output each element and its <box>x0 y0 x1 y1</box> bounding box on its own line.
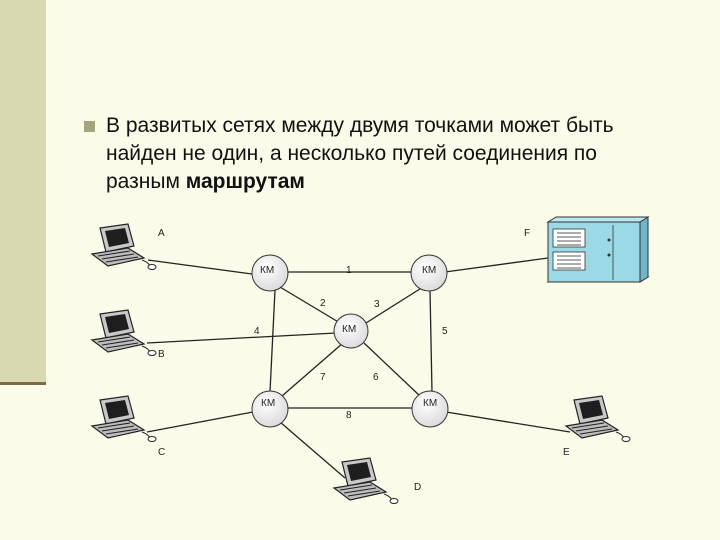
bullet-text-bold: маршрутам <box>185 170 305 193</box>
link-6 <box>363 342 421 397</box>
sidebar-rule <box>0 382 46 385</box>
switch-node-center: КМ <box>333 313 369 349</box>
link-label-3: 3 <box>374 299 380 310</box>
computer-b-icon <box>91 309 157 357</box>
computer-e-icon <box>565 395 631 443</box>
computer-d-icon <box>333 457 399 505</box>
network-links <box>146 257 571 479</box>
switch-node-left-bottom: КМ <box>251 390 289 428</box>
link-label-6: 6 <box>373 372 379 383</box>
link-label-8: 8 <box>346 410 352 421</box>
switch-label: КМ <box>261 398 275 409</box>
endpoint-label-b: B <box>158 349 165 360</box>
link-d <box>279 421 346 479</box>
switch-node-left-top: КМ <box>251 254 289 292</box>
endpoint-label-f: F <box>524 228 530 239</box>
link-7 <box>281 342 344 397</box>
server-f-icon <box>546 216 650 283</box>
endpoint-label-a: A <box>158 228 165 239</box>
switch-node-right-bottom: КМ <box>411 390 449 428</box>
endpoint-label-c: C <box>158 447 165 458</box>
link-e <box>445 411 571 433</box>
computer-c-icon <box>91 395 157 443</box>
endpoint-label-d: D <box>414 482 421 493</box>
switch-label: КМ <box>422 265 436 276</box>
link-f <box>444 257 549 273</box>
switch-label: КМ <box>342 324 356 335</box>
link-4 <box>269 289 276 393</box>
bullet-square-icon <box>84 121 95 132</box>
link-5 <box>429 289 433 393</box>
link-label-5: 5 <box>442 326 448 337</box>
link-3 <box>365 286 424 324</box>
link-label-7: 7 <box>320 372 326 383</box>
switch-label: КМ <box>423 398 437 409</box>
switch-node-right-top: КМ <box>410 254 448 292</box>
link-label-2: 2 <box>320 298 326 309</box>
endpoint-label-e: E <box>563 447 570 458</box>
sidebar-strip <box>0 0 46 384</box>
bullet-text: В развитых сетях между двумя точками мож… <box>106 112 666 196</box>
link-c <box>146 411 254 433</box>
bullet-text-main: В развитых сетях между двумя точками мож… <box>106 114 614 193</box>
link-label-4: 4 <box>254 326 260 337</box>
link-2 <box>279 286 341 324</box>
link-a <box>147 259 253 275</box>
switch-label: КМ <box>260 265 274 276</box>
link-label-1: 1 <box>346 265 352 276</box>
computer-a-icon <box>91 223 157 271</box>
link-b <box>146 332 337 344</box>
